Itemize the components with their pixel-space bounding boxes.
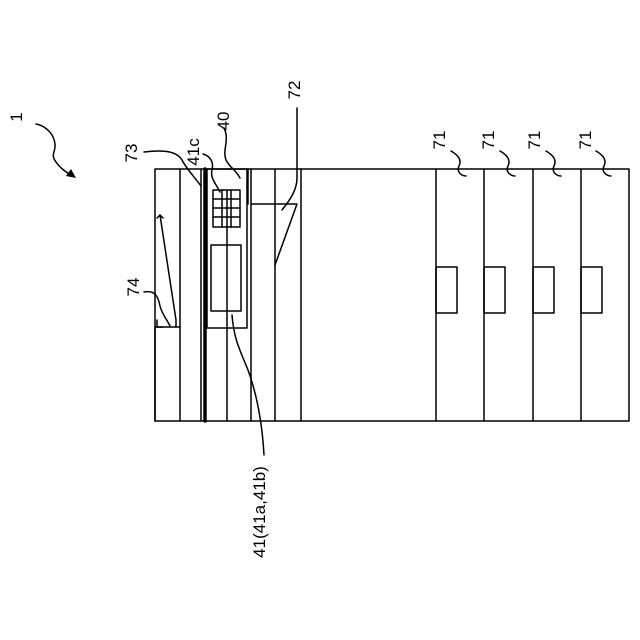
label-71-a: 71 <box>430 131 449 150</box>
leader-71-a <box>451 151 466 176</box>
label-71-c: 71 <box>525 131 544 150</box>
label-74: 74 <box>124 278 143 297</box>
body-outline <box>155 169 629 421</box>
paper-cassettes-71 <box>436 169 602 421</box>
label-71-d: 71 <box>576 131 595 150</box>
label-71-b: 71 <box>479 131 498 150</box>
tray-base-step <box>155 327 180 421</box>
cassette-handle-1 <box>436 267 457 313</box>
label-group-apparatus: 1 <box>7 112 76 178</box>
tray-sheet <box>157 215 176 327</box>
cassette-handle-3 <box>533 267 554 313</box>
leader-72 <box>282 108 297 210</box>
label-72: 72 <box>285 81 304 100</box>
leader-71-d <box>596 151 611 176</box>
cassette-handle-4 <box>581 267 602 313</box>
cassette-handle-2 <box>484 267 505 313</box>
leader-lines <box>144 108 611 455</box>
leader-apparatus <box>36 124 72 176</box>
output-tray-72 <box>251 204 297 265</box>
document-tray-74 <box>157 215 176 327</box>
leader-71-b <box>500 151 515 176</box>
leader-71-c <box>546 151 561 176</box>
label-41c: 41c <box>184 138 203 166</box>
label-apparatus: 1 <box>7 112 26 121</box>
leader-40 <box>224 128 240 178</box>
display-41 <box>211 245 241 311</box>
label-40: 40 <box>214 112 233 131</box>
reference-labels: 73 41c 40 72 74 71 71 71 71 41(41a,41b) <box>122 81 595 558</box>
machine-body <box>155 169 629 421</box>
tray-stopper <box>157 320 163 327</box>
label-41: 41(41a,41b) <box>250 466 269 558</box>
leader-41 <box>232 315 264 455</box>
label-73: 73 <box>122 144 141 163</box>
